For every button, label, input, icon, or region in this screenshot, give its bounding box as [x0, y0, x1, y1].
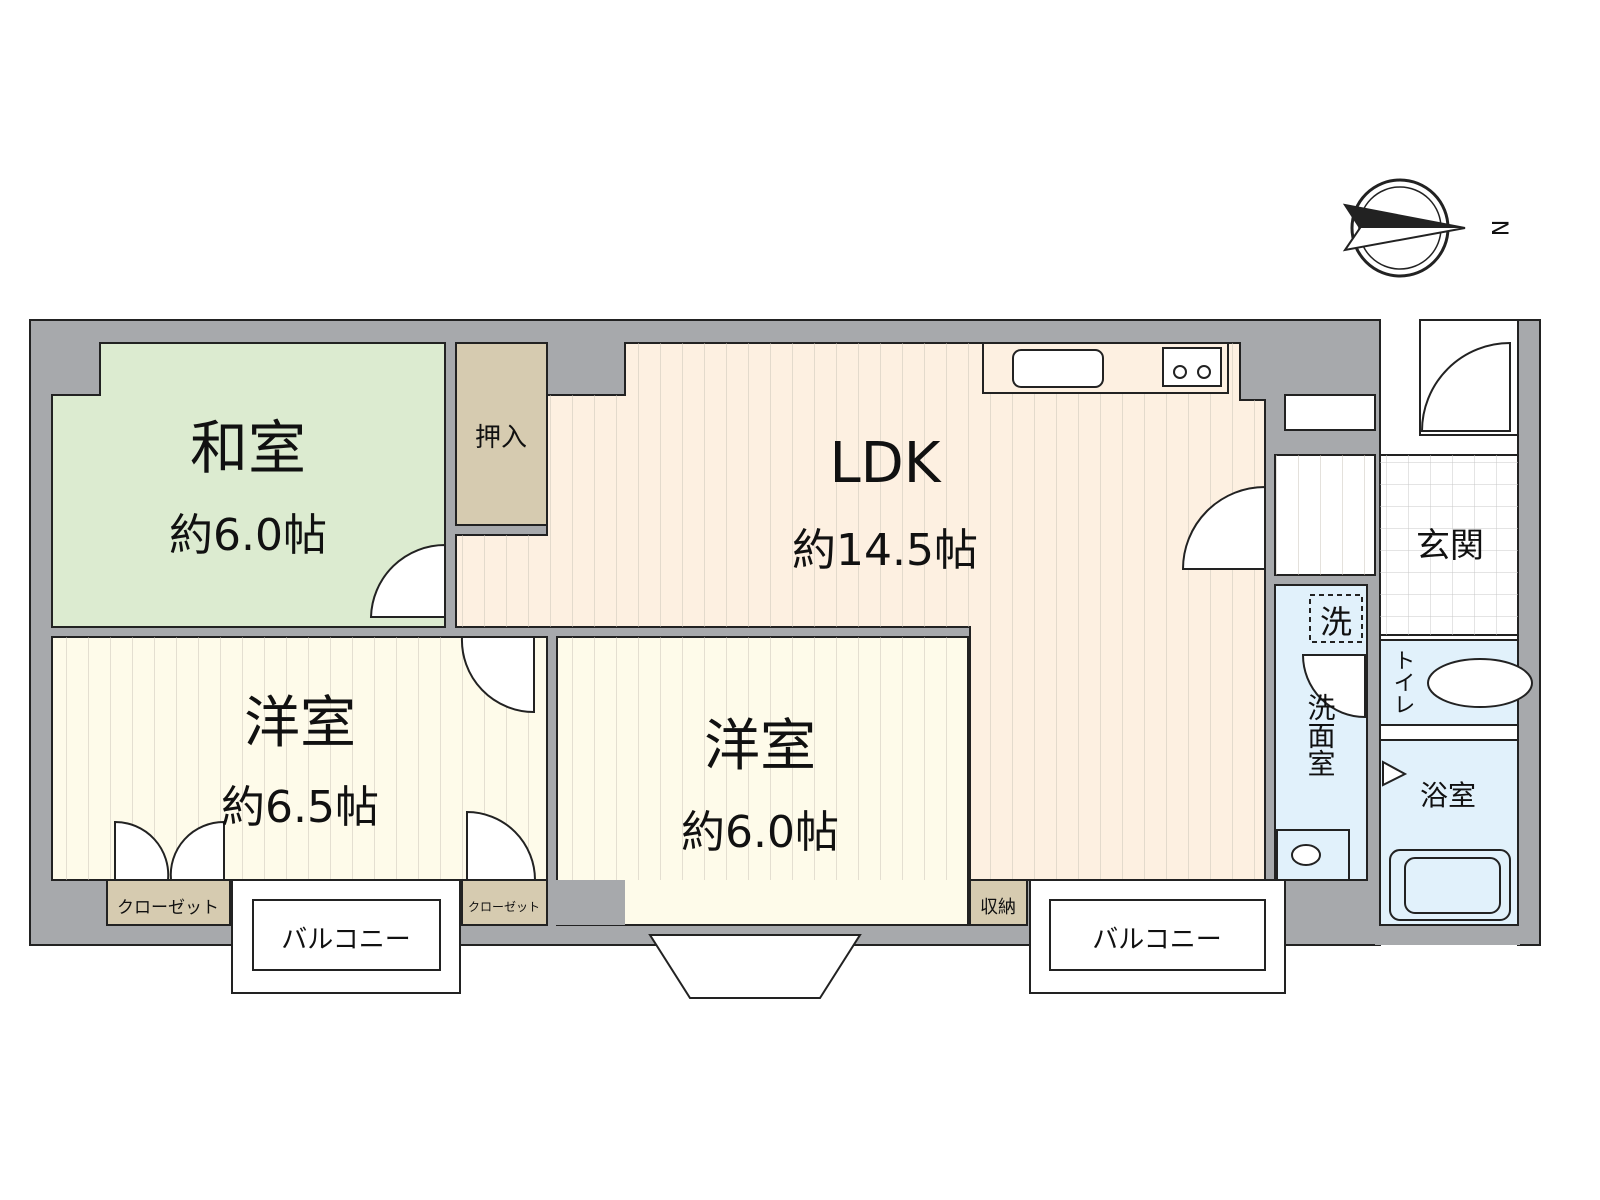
- yoshitsu-left-name: 洋室: [244, 691, 356, 756]
- kitchen-counter: [982, 342, 1229, 394]
- sink-icon: [1291, 844, 1321, 866]
- shuno-name: 収納: [980, 897, 1016, 918]
- closet-left-name: クローゼット: [117, 898, 219, 918]
- compass-icon: N: [1342, 178, 1511, 278]
- ldk-name: LDK: [829, 431, 941, 496]
- closet-right: [461, 879, 548, 926]
- north-label: N: [1486, 220, 1511, 236]
- yoshitsu-center-name: 洋室: [704, 714, 816, 779]
- balcony-left-name: バルコニー: [281, 925, 410, 955]
- entry-door[interactable]: [1420, 341, 1511, 432]
- closet-right-name: クローゼット: [468, 900, 540, 914]
- doors: [114, 485, 1408, 881]
- room-labels: 和室 約6.0帖 押入 LDK 約14.5帖 洋室 約6.5帖 洋室 約6.0帖…: [117, 414, 1484, 955]
- washitsu-size: 約6.0帖: [169, 510, 327, 561]
- toilet-icon: [1427, 658, 1533, 708]
- sentaku-name: 洗: [1320, 603, 1352, 641]
- bay-window: [648, 934, 862, 999]
- yokushitsu-name: 浴室: [1420, 779, 1476, 812]
- room-washitsu: [51, 342, 446, 628]
- genkan-name: 玄関: [1416, 526, 1484, 566]
- ldk-size: 約14.5帖: [792, 525, 978, 576]
- yoshitsu-left-size: 約6.5帖: [221, 782, 379, 833]
- oshiire-name: 押入: [475, 423, 527, 453]
- balcony-right-name: バルコニー: [1092, 925, 1221, 955]
- closet-left: [106, 879, 231, 926]
- storage: [969, 879, 1028, 926]
- toilet-name: トイレ: [1390, 649, 1415, 715]
- yoshitsu-center-size: 約6.0帖: [681, 807, 839, 858]
- room-oshiire: [455, 342, 548, 526]
- senmenshitsu-name: 洗面室: [1304, 693, 1337, 777]
- washitsu-name: 和室: [190, 414, 306, 482]
